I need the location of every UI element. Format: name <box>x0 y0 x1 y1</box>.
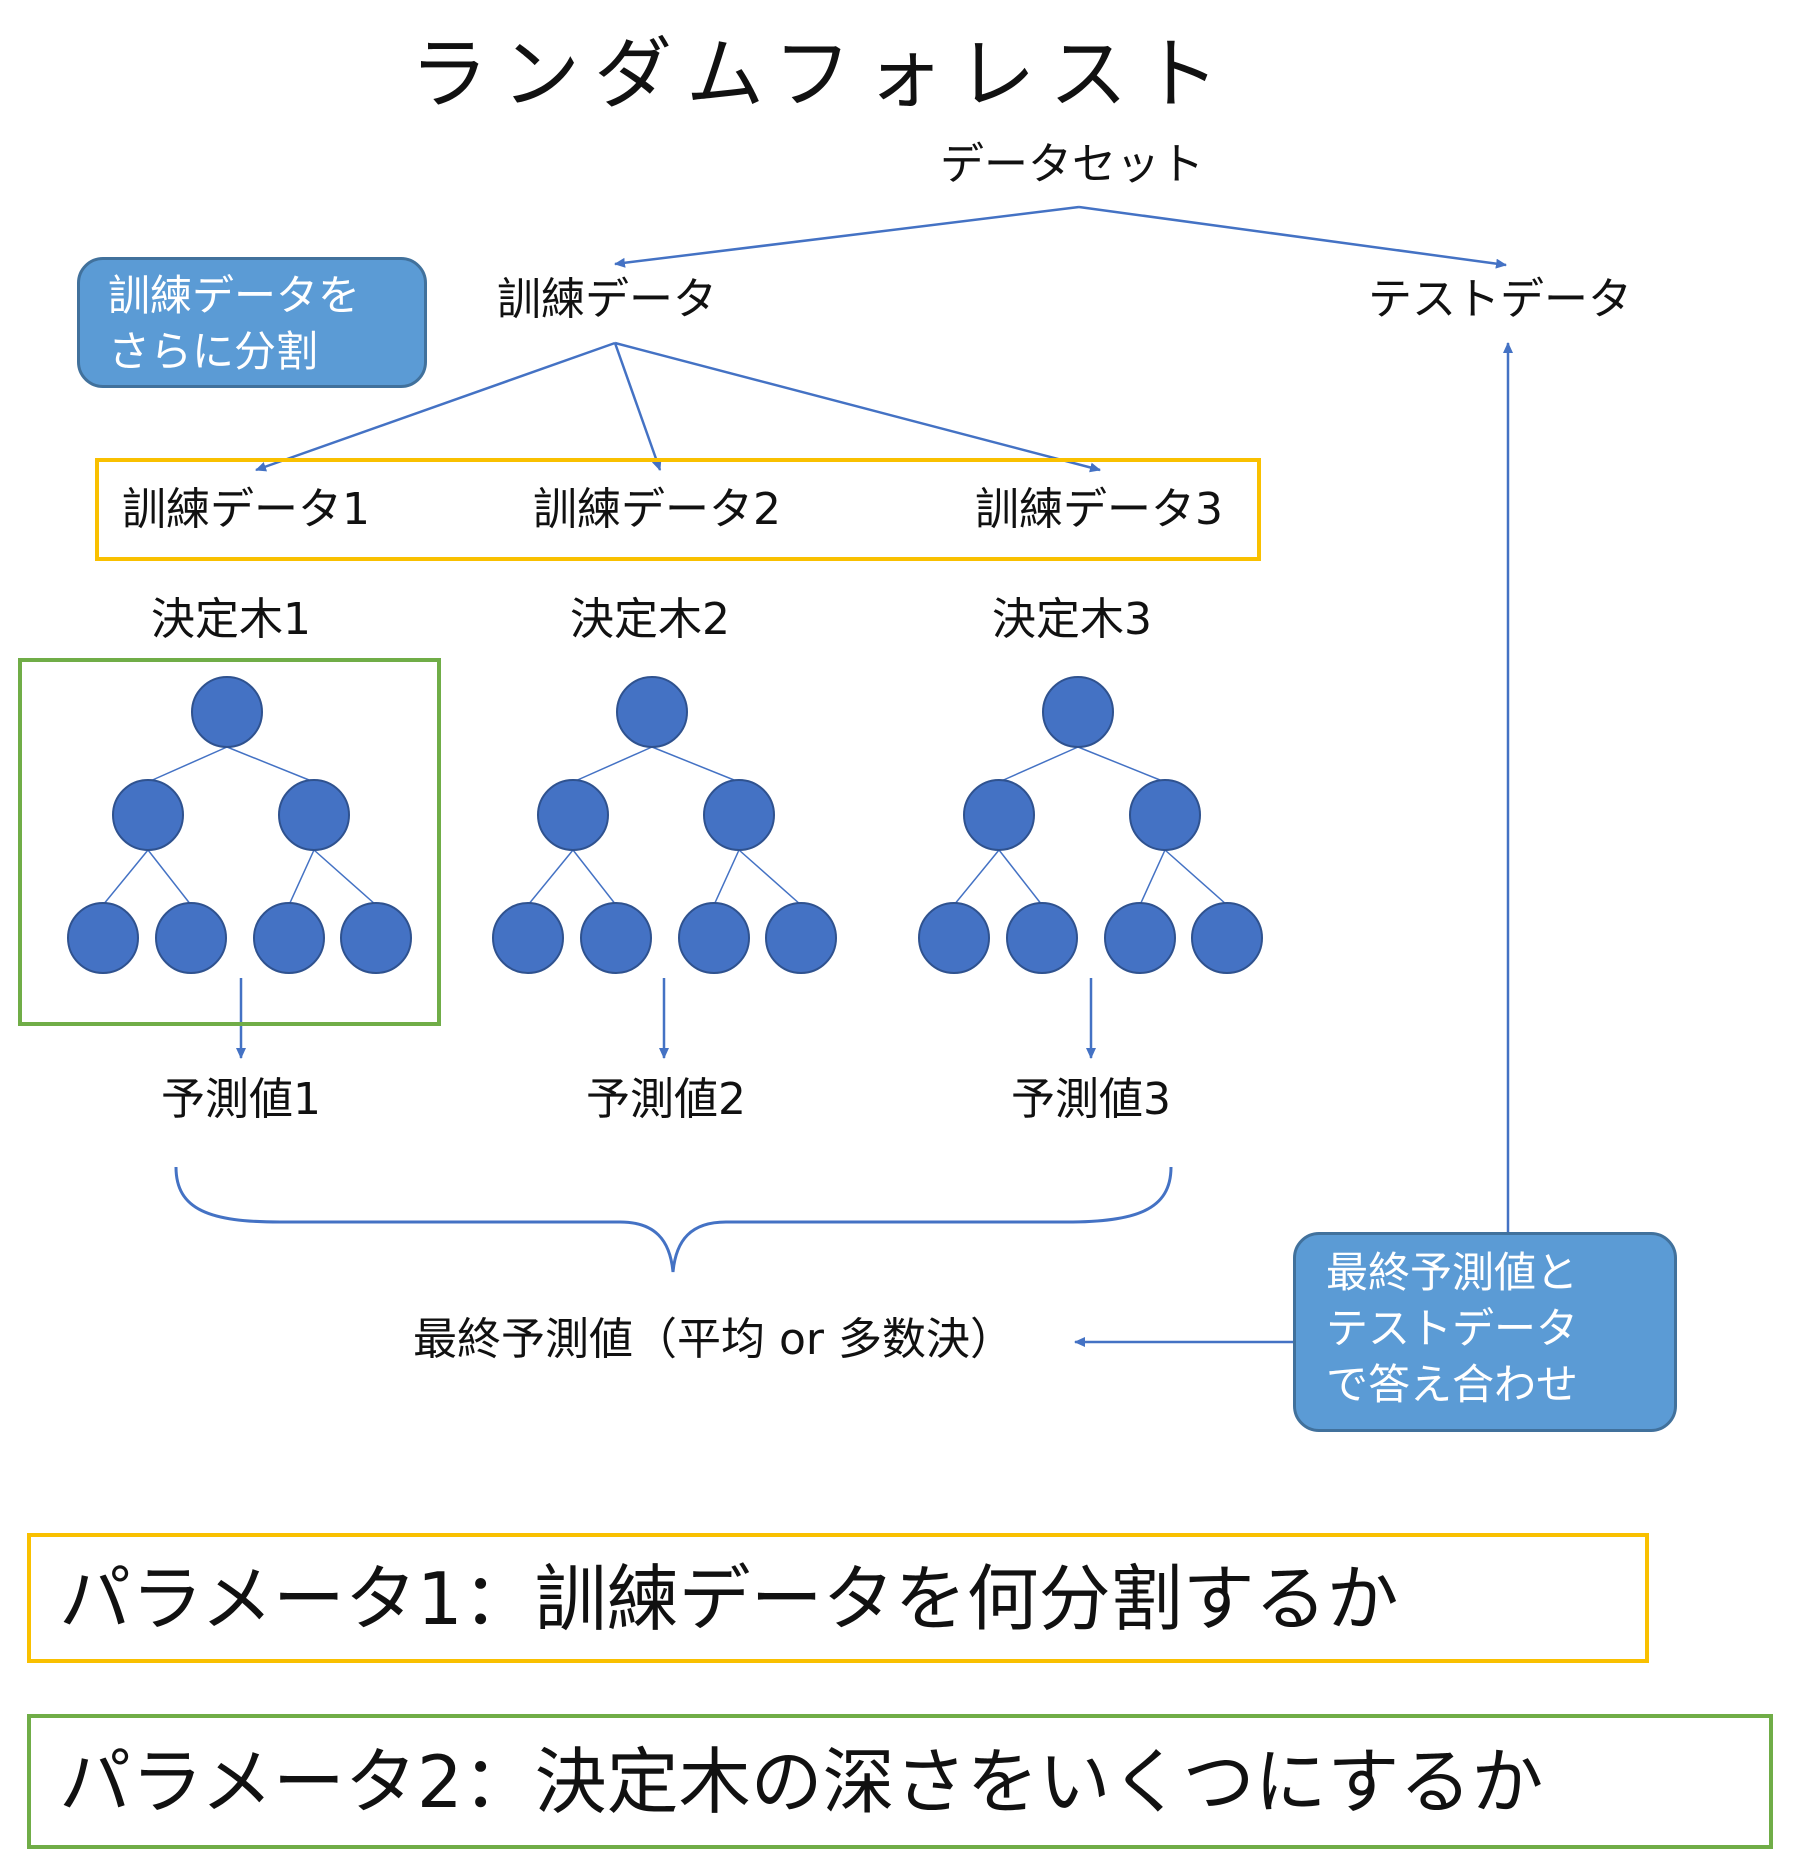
tree-1-edge-leaf-2 <box>147 849 192 906</box>
arrow-training-to-split-3 <box>614 341 1101 473</box>
tree-2-edge-leaf-3 <box>713 849 740 906</box>
tree-2-branch-node-1 <box>537 779 609 851</box>
training-data-label: 訓練データ <box>497 274 717 325</box>
check-note-line-1: 最終予測値と <box>1326 1248 1579 1297</box>
training-split-1-label: 訓練データ1 <box>122 484 370 535</box>
tree-1-leaf-node-4 <box>340 902 412 974</box>
arrow-dataset-to-training <box>614 205 1080 268</box>
tree-2-label: 決定木2 <box>570 594 730 645</box>
tree-3-leaf-node-2 <box>1006 902 1078 974</box>
tree-2-edge-leaf-2 <box>572 849 617 906</box>
tree-3-label: 決定木3 <box>992 594 1152 645</box>
tree-3-branch-node-1 <box>963 779 1035 851</box>
split-note-line-2: さらに分割 <box>108 327 319 376</box>
tree-3-edge-root-1 <box>998 746 1079 783</box>
tree-2-edge-leaf-1 <box>527 849 574 906</box>
arrow-dataset-to-test <box>1078 205 1507 269</box>
prediction-1-label: 予測値1 <box>161 1074 321 1125</box>
arrow-training-to-split-1 <box>255 341 616 472</box>
prediction-2-label: 予測値2 <box>586 1074 746 1125</box>
tree-1-leaf-node-2 <box>155 902 227 974</box>
tree-1-branch-node-1 <box>112 779 184 851</box>
training-split-3-label: 訓練データ3 <box>975 484 1223 535</box>
tree-2-branch-node-2 <box>703 779 775 851</box>
arrow-training-to-split-2 <box>613 342 662 471</box>
tree-3-leaf-node-4 <box>1191 902 1263 974</box>
tree-1-edge-leaf-3 <box>288 849 315 906</box>
tree-1-branch-node-2 <box>278 779 350 851</box>
final-prediction-label: 最終予測値（平均 or 多数決） <box>413 1314 1014 1365</box>
check-note-line-2: テストデータ <box>1326 1304 1579 1353</box>
tree-3-leaf-node-3 <box>1104 902 1176 974</box>
tree-3-edge-leaf-1 <box>953 849 1000 906</box>
split-note-callout: 訓練データを さらに分割 <box>77 257 427 388</box>
dataset-label: データセット <box>940 139 1204 190</box>
parameter-2-box: パラメータ2：決定木の深さをいくつにするか <box>27 1714 1773 1849</box>
tree-1-leaf-node-3 <box>253 902 325 974</box>
tree-1-edge-root-1 <box>147 746 228 783</box>
tree-1-label: 決定木1 <box>151 594 311 645</box>
parameter-1-box: パラメータ1：訓練データを何分割するか <box>27 1533 1649 1663</box>
tree-1-leaf-node-1 <box>67 902 139 974</box>
tree-2-leaf-node-2 <box>580 902 652 974</box>
tree-2-edge-root-2 <box>651 746 740 783</box>
tree-3-edge-leaf-3 <box>1139 849 1166 906</box>
tree-3-branch-node-2 <box>1129 779 1201 851</box>
aggregation-brace <box>174 1166 1173 1273</box>
tree-1-root-node <box>191 676 263 748</box>
tree-3-edge-root-2 <box>1077 746 1166 783</box>
diagram-title: ランダムフォレスト <box>410 30 1234 120</box>
decision-trees <box>67 676 1263 974</box>
tree-3-leaf-node-1 <box>918 902 990 974</box>
tree-2-leaf-node-3 <box>678 902 750 974</box>
training-splits-highlight <box>95 458 1261 561</box>
tree-1-edge-leaf-4 <box>313 849 377 906</box>
tree-2-edge-leaf-4 <box>738 849 802 906</box>
tree-3-edge-leaf-4 <box>1164 849 1228 906</box>
training-split-2-label: 訓練データ2 <box>533 484 781 535</box>
check-note-line-3: で答え合わせ <box>1326 1360 1579 1409</box>
tree-3-root-node <box>1042 676 1114 748</box>
tree-2-leaf-node-1 <box>492 902 564 974</box>
tree-3-edge-leaf-2 <box>998 849 1043 906</box>
check-note-callout: 最終予測値と テストデータ で答え合わせ <box>1293 1232 1677 1432</box>
tree-1-edge-root-2 <box>226 746 315 783</box>
prediction-3-label: 予測値3 <box>1011 1074 1171 1125</box>
tree-2-leaf-node-4 <box>765 902 837 974</box>
tree-depth-highlight <box>18 658 441 1026</box>
tree-2-edge-root-1 <box>572 746 653 783</box>
tree-2-root-node <box>616 676 688 748</box>
tree-1-edge-leaf-1 <box>102 849 149 906</box>
split-note-line-1: 訓練データを <box>108 271 361 320</box>
test-data-label: テストデータ <box>1368 274 1632 325</box>
